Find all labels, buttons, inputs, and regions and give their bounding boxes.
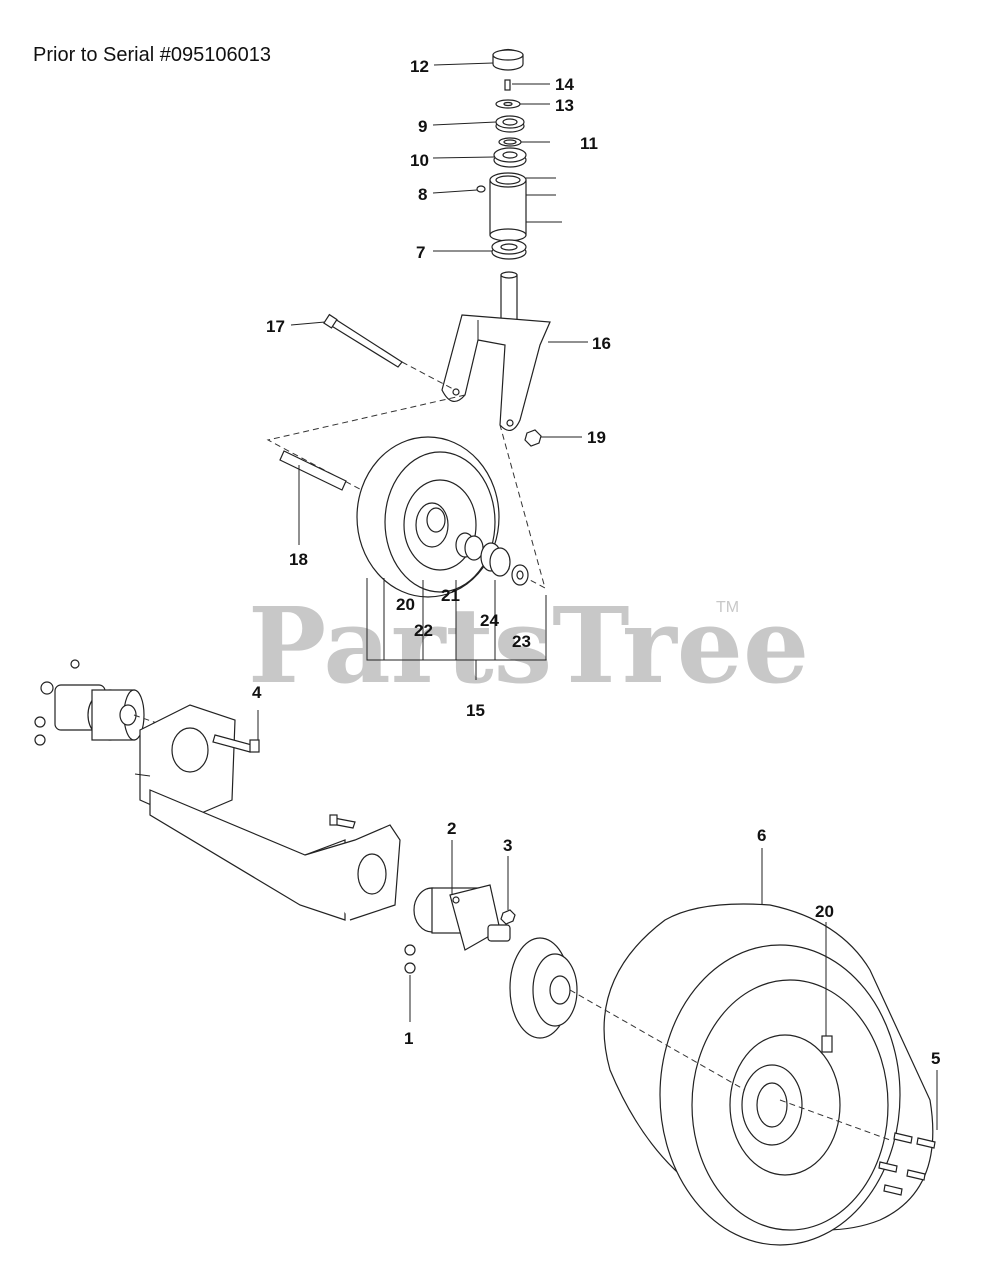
part-frame-bolt[interactable] [212,734,260,753]
callout-5[interactable]: 5 [931,1049,940,1068]
part-fork-stem[interactable] [500,271,518,321]
callout-16[interactable]: 16 [592,334,611,353]
part-bearing-spacer[interactable] [480,542,511,577]
callout-2[interactable]: 2 [447,819,456,838]
callout-11[interactable]: 11 [580,134,598,153]
part-axle-spacer[interactable] [279,450,347,491]
callout-22[interactable]: 22 [414,621,433,640]
part-dust-cap[interactable] [492,48,524,71]
callout-14[interactable]: 14 [555,75,574,94]
callout-18[interactable]: 18 [289,550,308,569]
part-wheel-motor-right[interactable] [404,884,511,974]
callout-9[interactable]: 9 [418,117,427,136]
callout-labels: 12 14 13 9 11 10 8 7 17 16 19 18 20 21 2… [252,57,940,1068]
part-valve-stem[interactable] [821,1035,833,1053]
callout-23[interactable]: 23 [512,632,531,651]
callout-4[interactable]: 4 [252,683,262,702]
callout-20-caster[interactable]: 20 [396,595,415,614]
callout-13[interactable]: 13 [555,96,574,115]
watermark-text: PartsTree [248,584,809,707]
leader-lines [257,62,938,1130]
part-caster-fork[interactable] [441,314,551,431]
part-bearing-lower[interactable] [491,239,527,260]
part-wheel-motor-left[interactable] [34,659,145,746]
callout-6[interactable]: 6 [757,826,766,845]
callout-10[interactable]: 10 [410,151,429,170]
part-wheel-washer[interactable] [511,564,529,586]
motor-frame-assembly [34,659,578,1039]
part-frame-bolt-2[interactable] [329,814,356,829]
serial-note: Prior to Serial #095106013 [33,44,271,66]
part-zerk[interactable] [476,185,486,193]
callout-24[interactable]: 24 [480,611,499,630]
part-wheel-hub[interactable] [509,937,578,1039]
callout-12[interactable]: 12 [410,57,429,76]
callout-19[interactable]: 19 [587,428,606,447]
caster-stack [266,48,551,680]
part-lug-bolts[interactable] [878,1132,936,1196]
part-caster-wheel[interactable] [356,436,500,598]
callout-1[interactable]: 1 [404,1029,413,1048]
part-washer[interactable] [495,99,521,109]
callout-20-tire[interactable]: 20 [815,902,834,921]
callout-21[interactable]: 21 [441,586,460,605]
part-bearing-upper[interactable] [495,115,525,133]
callout-17[interactable]: 17 [266,317,285,336]
part-axle-frame[interactable] [134,704,401,921]
callout-15[interactable]: 15 [466,701,485,720]
part-caster-sleeve[interactable] [489,172,527,242]
part-seal[interactable] [498,137,522,147]
part-motor-nut[interactable] [500,909,516,925]
callout-3[interactable]: 3 [503,836,512,855]
part-bearing-race[interactable] [493,147,527,168]
callout-7[interactable]: 7 [416,243,425,262]
watermark-trademark: TM [716,599,739,616]
part-axle-bolt[interactable] [323,313,403,368]
part-drive-tire[interactable] [603,903,934,1246]
part-wheel-bearing[interactable] [455,532,484,561]
part-grease-fitting[interactable] [504,79,511,91]
callout-8[interactable]: 8 [418,185,427,204]
part-fork-nut[interactable] [524,429,542,447]
